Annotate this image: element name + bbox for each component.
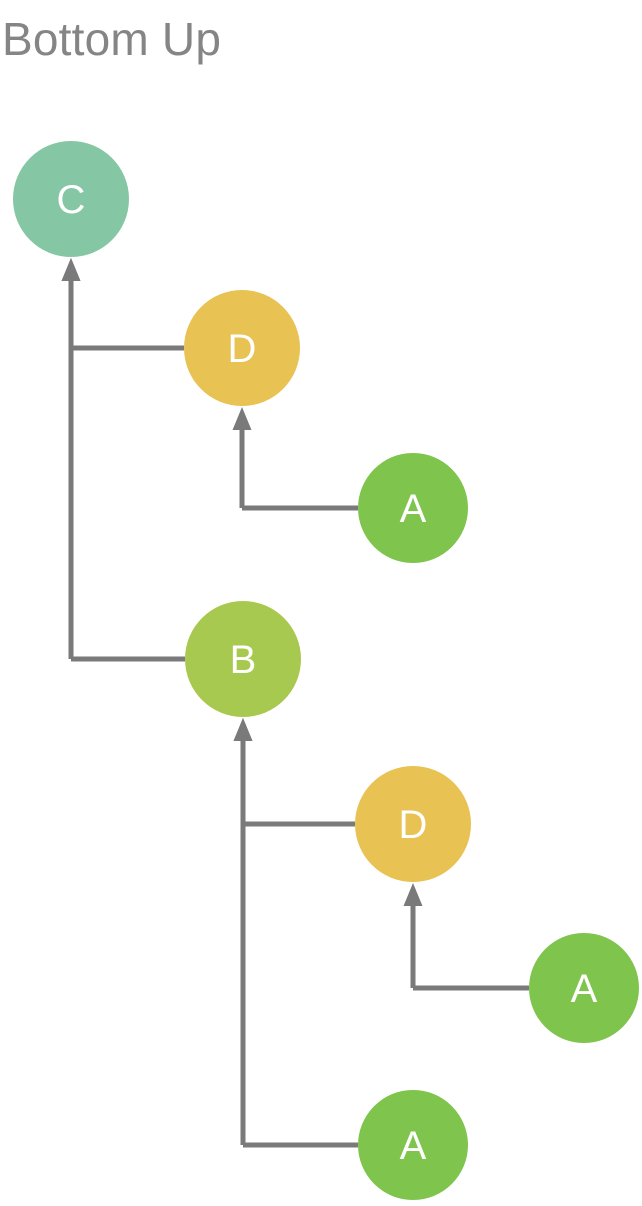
edge-b-to-c-arrowhead: [61, 258, 81, 281]
node-circle-d-upper[interactable]: [184, 290, 300, 406]
node-a-bottom[interactable]: A: [358, 1090, 468, 1200]
node-label-d-lower: D: [399, 803, 428, 847]
edge-d-lower-to-b: [233, 718, 355, 827]
node-circle-b-middle[interactable]: [185, 601, 301, 717]
node-circle-a-bottom[interactable]: [358, 1090, 468, 1200]
node-label-b-middle: B: [230, 638, 257, 682]
edge-a-to-d-upper: [232, 407, 358, 511]
node-circle-a-upper-right[interactable]: [358, 453, 468, 563]
edge-a-to-d-lower: [403, 883, 529, 991]
node-b-middle[interactable]: B: [185, 601, 301, 717]
node-label-d-upper: D: [228, 327, 257, 371]
node-circle-c-root[interactable]: [13, 141, 129, 257]
node-d-lower[interactable]: D: [355, 766, 471, 882]
node-circle-d-lower[interactable]: [355, 766, 471, 882]
edge-b-to-c: [61, 258, 185, 662]
edge-a-bottom-to-b-arrowhead: [233, 718, 253, 741]
edge-a-to-d-lower-arrowhead: [403, 883, 423, 906]
node-label-a-lower-right: A: [571, 967, 598, 1011]
node-label-a-bottom: A: [400, 1124, 427, 1168]
node-layer: C D A B D A A: [13, 141, 639, 1200]
edge-a-bottom-to-b: [233, 718, 358, 1148]
node-d-upper[interactable]: D: [184, 290, 300, 406]
node-c-root[interactable]: C: [13, 141, 129, 257]
node-label-c-root: C: [57, 178, 86, 222]
node-a-lower-right[interactable]: A: [529, 933, 639, 1043]
node-label-a-upper-right: A: [400, 487, 427, 531]
edge-layer: [61, 258, 529, 1148]
node-circle-a-lower-right[interactable]: [529, 933, 639, 1043]
node-a-upper-right[interactable]: A: [358, 453, 468, 563]
page-title: Bottom Up: [2, 13, 222, 65]
edge-d-upper-to-c: [61, 258, 184, 351]
edge-a-to-d-upper-arrowhead: [232, 407, 252, 430]
